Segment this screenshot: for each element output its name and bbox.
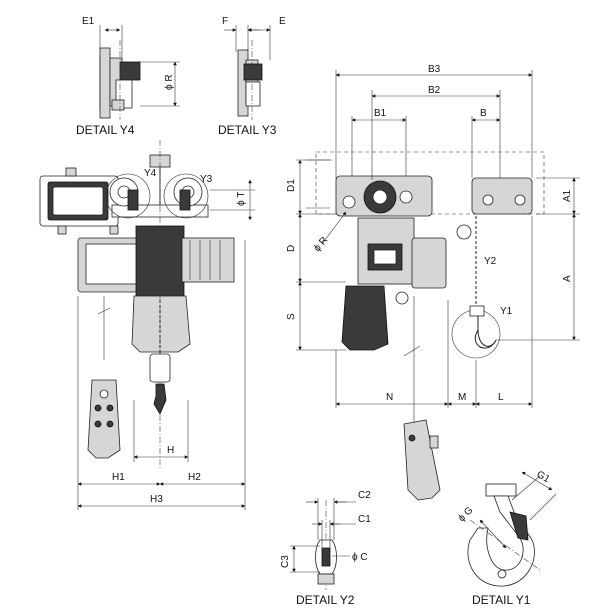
detail-y1-caption: DETAIL Y1 [472,593,531,607]
dim-e-label: E [279,16,286,27]
dim-b-label: B [480,108,487,119]
detail-y3-caption: DETAIL Y3 [218,123,277,137]
side-view: Y2 Y1 B3 B2 B1 B D1 D S ϕ R [286,64,580,501]
detail-y1-view: G1 ϕ G DETAIL Y1 [456,469,557,607]
detail-y3-view: F E DETAIL Y3 [218,16,286,137]
pendant-control [87,379,121,459]
dim-r-label: ϕ R [164,74,175,90]
dim-h3-label: H3 [150,494,163,505]
dim-g-label: ϕ G [456,505,475,524]
dim-a1-label: A1 [562,189,573,202]
dim-b1-label: B1 [374,108,387,119]
detail-y2-marker: Y2 [484,256,497,267]
dim-a-label: A [562,275,573,282]
dim-c2-label: C2 [358,490,371,501]
dim-c-label: ϕ C [352,552,368,563]
dim-h-label: H [167,445,174,456]
detail-y4-marker: Y4 [144,168,157,179]
front-view: Y4 Y3 ϕ T H H1 H2 H3 [39,140,255,510]
dim-r2-label: ϕ R [312,235,330,254]
dim-n-label: N [386,392,393,403]
dim-d1-label: D1 [286,179,297,192]
dim-t-label: ϕ T [236,192,247,207]
dim-g1-label: G1 [535,469,552,485]
dim-c1-label: C1 [358,514,371,525]
detail-y1-marker: Y1 [500,306,513,317]
dim-m-label: M [458,392,466,403]
detail-y4-caption: DETAIL Y4 [76,123,135,137]
dim-e1-label: E1 [82,16,95,27]
dim-h1-label: H1 [112,472,125,483]
chain-bag [131,295,191,353]
dim-s-label: S [286,313,297,320]
detail-y3-marker: Y3 [200,174,213,185]
detail-y4-view: E1 ϕ R DETAIL Y4 [76,16,180,137]
detail-y2-view: C2 C1 ϕ C C3 DETAIL Y2 [280,490,371,607]
dim-b2-label: B2 [428,85,441,96]
dim-h2-label: H2 [188,472,201,483]
dim-l-label: L [498,392,504,403]
dim-f-label: F [222,16,228,27]
dim-c3-label: C3 [280,555,291,568]
dim-b3-label: B3 [428,64,441,75]
detail-y2-caption: DETAIL Y2 [296,593,355,607]
dim-d-label: D [286,245,297,252]
